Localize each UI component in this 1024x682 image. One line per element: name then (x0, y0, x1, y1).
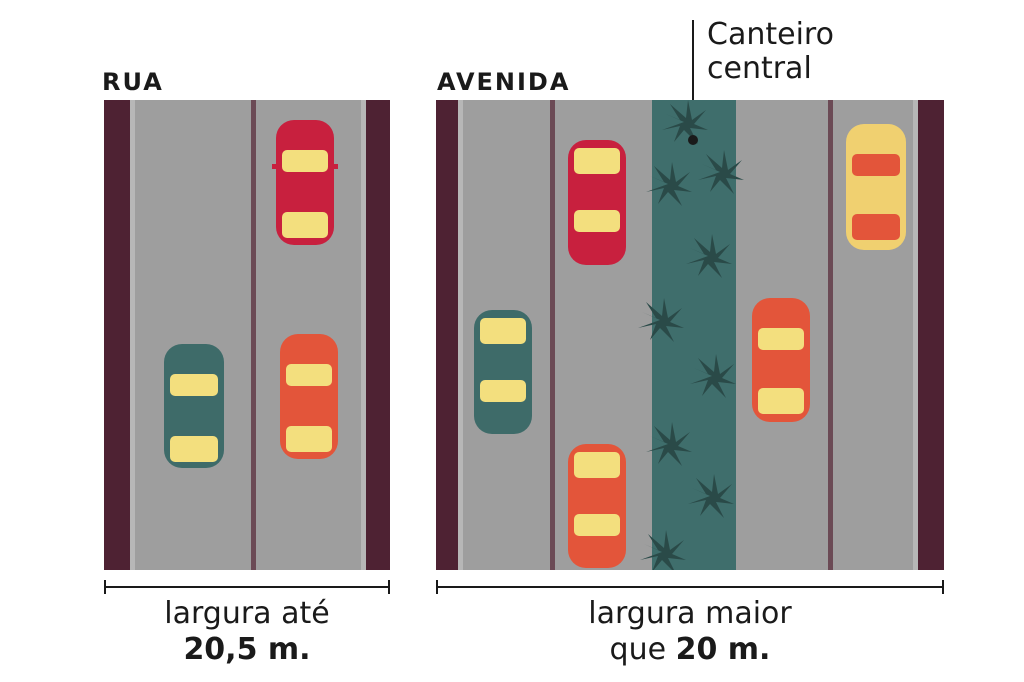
rua-lane-line (251, 100, 256, 570)
avenida-lane-line-left (550, 100, 555, 570)
callout-dot (688, 135, 698, 145)
rua-measure-line (104, 580, 390, 594)
avenida-caption-value: 20 m. (675, 632, 771, 667)
avenida-title: AVENIDA (437, 68, 571, 96)
palm-trees (638, 100, 744, 570)
car-orange (280, 334, 338, 459)
avenida-caption-prefix: que (609, 632, 676, 667)
avenida-curb-right (918, 100, 944, 570)
rua-road (104, 100, 390, 570)
car-orange (568, 444, 626, 568)
car-teal (474, 310, 532, 434)
callout-line2: central (707, 51, 812, 86)
avenida-measure-line (436, 580, 944, 594)
car-red (272, 120, 338, 245)
avenida-edge-left (458, 100, 463, 570)
rua-caption-line1: largura até (164, 596, 330, 631)
avenida-caption-line1: largura maior (588, 596, 792, 631)
car-yellow (846, 124, 906, 250)
rua-curb-right (366, 100, 390, 570)
callout-pointer (692, 20, 694, 138)
rua-edge-left (130, 100, 135, 570)
rua-caption-value: 20,5 m. (183, 632, 311, 667)
rua-asphalt (104, 100, 390, 570)
rua-edge-right (361, 100, 366, 570)
avenida-edge-right (913, 100, 918, 570)
car-teal (164, 344, 224, 468)
rua-curb-left (104, 100, 130, 570)
rua-title: RUA (102, 68, 164, 96)
avenida-curb-left (436, 100, 458, 570)
car-orange (752, 298, 810, 422)
avenida-lane-line-right (828, 100, 833, 570)
avenida-caption: largura maior que 20 m. (436, 596, 944, 668)
avenida-road (436, 100, 944, 570)
callout-line1: Canteiro (707, 17, 834, 52)
car-red (568, 140, 626, 265)
callout-label: Canteiro central (707, 18, 834, 86)
rua-caption: largura até 20,5 m. (104, 596, 390, 668)
